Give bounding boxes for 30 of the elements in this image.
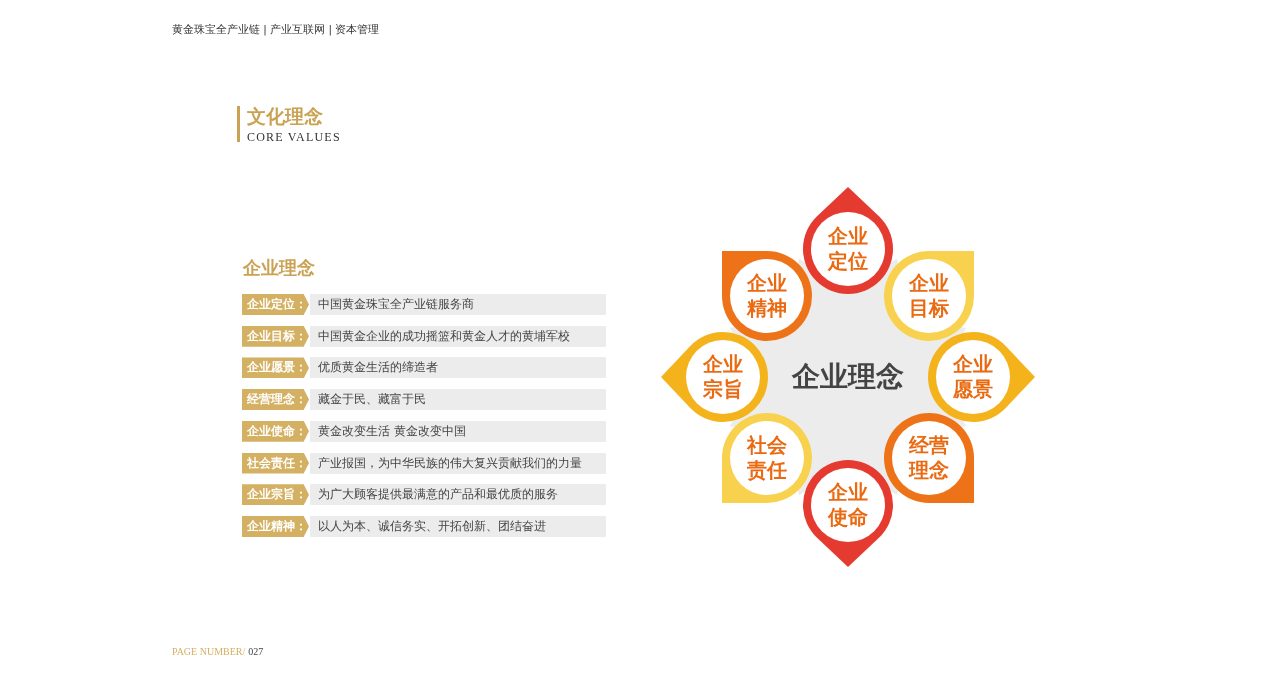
teardrop-badge: 企业目标 — [884, 250, 975, 341]
description-bar: 为广大顾客提供最满意的产品和最优质的服务 — [310, 484, 606, 506]
description-bar: 中国黄金企业的成功摇篮和黄金人才的黄埔军校 — [310, 325, 606, 347]
page-label: PAGE NUMBER/ — [172, 646, 246, 657]
teardrop-badge: 企业宗旨 — [661, 332, 768, 422]
tag-label: 企业宗旨： — [242, 484, 309, 506]
tag-label: 企业定位： — [242, 294, 309, 315]
header-text: 黄金珠宝全产业链 | 产业互联网 | 资本管理 — [172, 23, 380, 37]
description-bar: 藏金于民、藏富于民 — [310, 389, 606, 411]
description-bar: 产业报国，为中华民族的伟大复兴贡献我们的力量 — [310, 452, 606, 474]
teardrop-badge: 经营理念 — [884, 413, 975, 504]
tag-label: 企业精神： — [242, 515, 309, 537]
description-bar: 黄金改变生活 黄金改变中国 — [310, 420, 606, 442]
teardrop-badge: 社会责任 — [721, 413, 812, 504]
description-bar: 中国黄金珠宝全产业链服务商 — [310, 294, 606, 315]
tag-label: 企业愿景： — [242, 357, 309, 379]
teardrop-badge: 企业使命 — [803, 460, 893, 567]
section-title: 文化理念 — [247, 104, 323, 129]
description-bar: 以人为本、诚信务实、开拓创新、团结奋进 — [310, 515, 606, 537]
tag-label: 企业目标： — [242, 325, 309, 347]
list-heading: 企业理念 — [243, 256, 315, 280]
page-number: 027 — [248, 646, 264, 657]
teardrop-badge: 企业愿景 — [928, 332, 1035, 422]
teardrop-badge: 企业精神 — [721, 250, 812, 341]
description-bar: 优质黄金生活的缔造者 — [310, 357, 606, 379]
tag-label: 社会责任： — [242, 452, 309, 474]
teardrop-badge: 企业定位 — [803, 187, 893, 294]
tag-label: 经营理念： — [242, 389, 309, 411]
section-subtitle: CORE VALUES — [247, 130, 341, 145]
tag-label: 企业使命： — [242, 420, 309, 442]
